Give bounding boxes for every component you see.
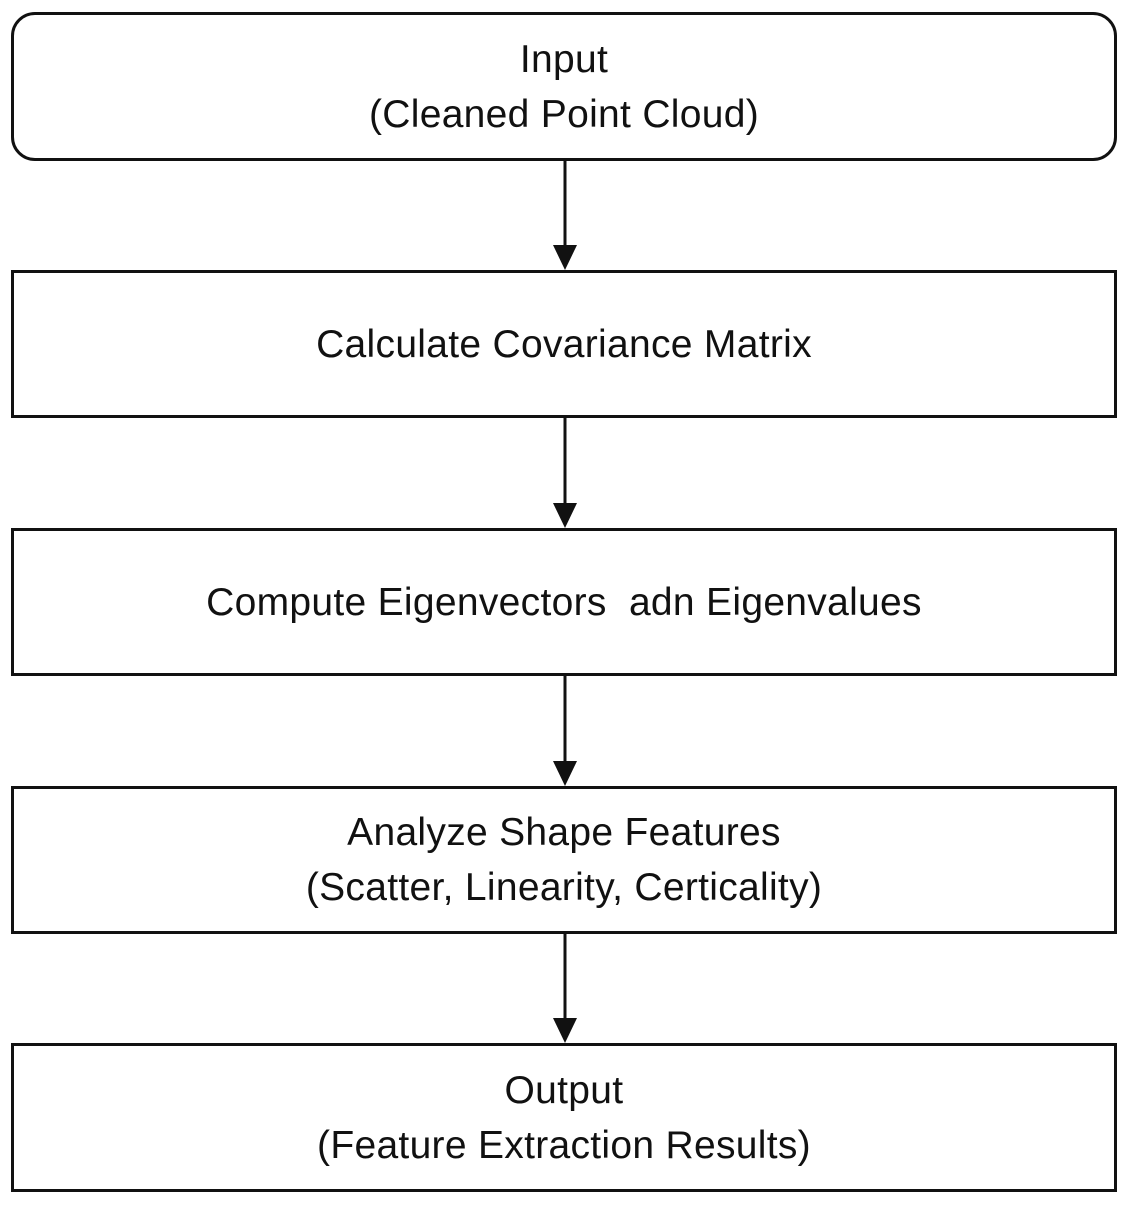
output-node: Output (Feature Extraction Results) (11, 1043, 1117, 1192)
input-node: Input (Cleaned Point Cloud) (11, 12, 1117, 161)
arrow-covariance-to-eigen (553, 418, 577, 528)
arrow-input-to-covariance (553, 161, 577, 270)
input-node-title: Input (519, 37, 609, 81)
eigen-computation-node-label: Compute Eigenvectors adn Eigenvalues (206, 580, 922, 624)
shape-features-node-title: Analyze Shape Features (347, 811, 781, 854)
output-node-title: Output (504, 1068, 624, 1112)
covariance-matrix-node: Calculate Covariance Matrix (11, 270, 1117, 418)
shape-features-node-subtitle: (Scatter, Linearity, Certicality) (305, 866, 823, 909)
covariance-matrix-node-label: Calculate Covariance Matrix (316, 322, 812, 366)
arrow-shape-features-to-output (553, 934, 577, 1043)
arrow-eigen-to-shape-features (553, 676, 577, 786)
output-node-subtitle: (Feature Extraction Results) (317, 1123, 811, 1167)
input-node-subtitle: (Cleaned Point Cloud) (368, 92, 759, 136)
eigen-computation-node: Compute Eigenvectors adn Eigenvalues (11, 528, 1117, 676)
shape-features-node: Analyze Shape Features (Scatter, Lineari… (11, 786, 1117, 934)
